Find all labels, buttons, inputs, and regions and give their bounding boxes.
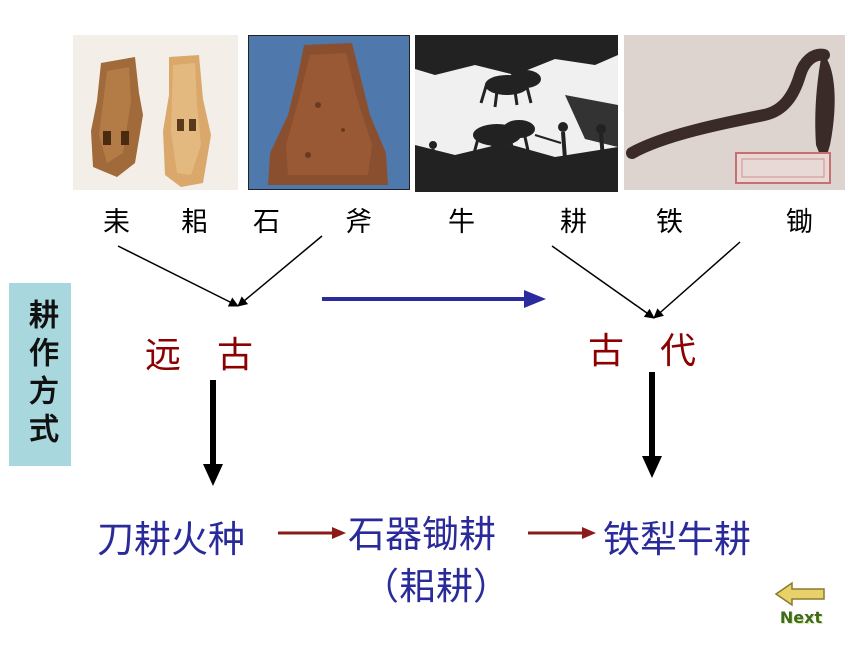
converge-arrow-left-2 (237, 235, 323, 307)
era-classical: 古 代 (588, 331, 697, 372)
next-button[interactable]: Next (770, 580, 832, 630)
tool-label-geng: 耕 (560, 207, 587, 238)
ox-plowing-photo (415, 35, 618, 192)
tool-label-lei: 耒 (103, 207, 130, 238)
stage-stone-hoe-note: （耜耕） (362, 565, 510, 608)
tool-label-tie: 铁 (656, 207, 683, 238)
tool-label-niu: 牛 (448, 207, 475, 238)
tool-label-fu: 斧 (345, 207, 372, 238)
converge-arrow-right-2 (653, 241, 741, 319)
stage-iron-plow: 铁犁牛耕 (603, 518, 751, 561)
stage-stone-hoe: 石器锄耕 (348, 513, 496, 556)
farming-method-label: 耕作方式 (23, 298, 58, 451)
tool-label-shi: 石 (253, 207, 280, 238)
back-arrow-icon (774, 581, 825, 607)
farming-method-box: 耕作方式 (9, 283, 71, 466)
next-label: Next (779, 608, 823, 627)
converge-arrow-left-1 (117, 245, 239, 307)
iron-hoe-photo (624, 35, 845, 190)
tool-label-chu: 锄 (786, 207, 813, 238)
tool-label-si: 耜 (181, 207, 208, 238)
era-ancient: 远 古 (145, 335, 254, 376)
converge-arrow-right-1 (551, 245, 655, 319)
plow-blade-photo (73, 35, 238, 190)
stage-slash-and-burn: 刀耕火种 (97, 518, 245, 561)
stone-axe-photo (248, 35, 410, 190)
